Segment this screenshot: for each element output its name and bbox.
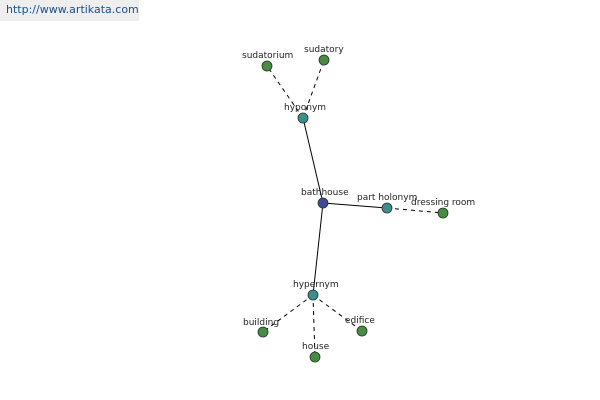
node-building[interactable] [257, 326, 269, 338]
node-label-edifice[interactable]: edifice [345, 316, 375, 326]
graph-labels: bathhouse hyponym hypernym part holonym suda… [242, 45, 475, 352]
node-house[interactable] [309, 351, 321, 363]
node-label-hypernym[interactable]: hypernym [293, 280, 339, 290]
node-hyponym[interactable] [297, 112, 309, 124]
node-label-sudatorium[interactable]: sudatorium [242, 51, 293, 61]
site-url-text[interactable]: http://www.artikata.com [6, 3, 139, 16]
node-edifice[interactable] [356, 325, 368, 337]
edge-part-holonym-to-dressing-room [386, 207, 444, 214]
node-bathhouse[interactable] [317, 197, 329, 209]
graph-edges [262, 59, 444, 358]
node-hypernym[interactable] [307, 289, 319, 301]
node-label-dressing-room[interactable]: dressing room [411, 198, 475, 208]
node-part-holonym[interactable] [381, 202, 393, 214]
node-label-part-holonym[interactable]: part holonym [357, 193, 417, 203]
edge-hyponym-to-sudatorium [266, 65, 304, 119]
node-label-sudatory[interactable]: sudatory [304, 45, 344, 55]
node-dressing-room[interactable] [437, 207, 449, 219]
edge-hypernym-to-house [312, 294, 316, 358]
edge-hypernym-to-edifice [312, 294, 363, 332]
node-label-house[interactable]: house [302, 342, 330, 352]
node-sudatorium[interactable] [261, 60, 273, 72]
node-label-bathhouse[interactable]: bathhouse [301, 188, 349, 198]
edge-hyponym-to-sudatory [302, 59, 325, 119]
site-url-badge[interactable]: http://www.artikata.com [0, 0, 139, 21]
graph-nodes [257, 54, 449, 363]
edge-bathhouse-to-hyponym [302, 117, 324, 204]
edge-hypernym-to-building [262, 294, 314, 333]
edge-bathhouse-to-part-holonym [322, 202, 388, 209]
node-label-building[interactable]: building [243, 318, 279, 328]
edge-bathhouse-to-hypernym [312, 202, 324, 296]
node-label-hyponym[interactable]: hyponym [284, 103, 326, 113]
node-sudatory[interactable] [318, 54, 330, 66]
